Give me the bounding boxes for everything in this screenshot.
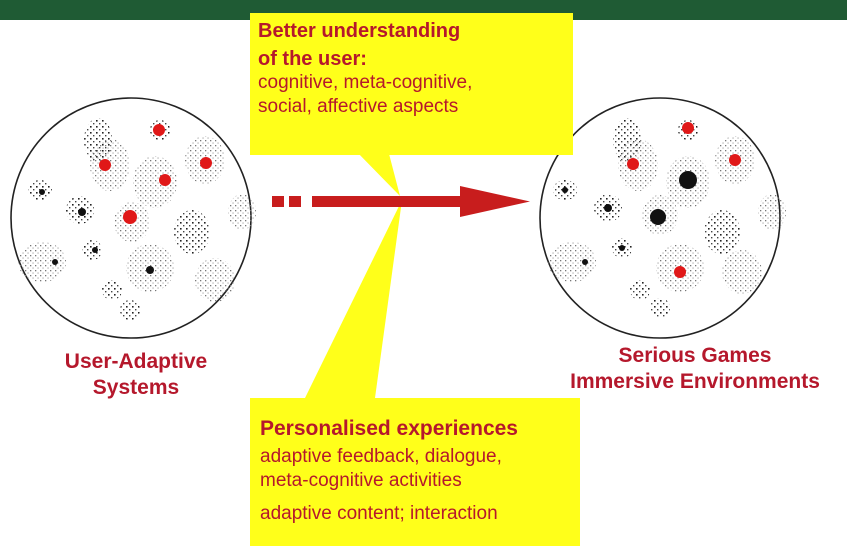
right-circle-label: Serious Games Immersive Environments [552,343,838,395]
bottom-callout-heading: Personalised experiences [260,417,518,440]
right-circle [539,97,786,339]
left-circle-label-line2: Systems [92,376,180,399]
top-callout [250,13,573,155]
bottom-callout-pointer [305,200,402,398]
top-callout-body-line2: social, affective aspects [258,96,459,117]
header-bar [0,0,847,20]
bottom-callout-body-line1: adaptive feedback, dialogue, [260,446,502,467]
progress-arrow [272,186,530,217]
top-callout-heading-line2: of the user: [258,48,367,70]
left-clusters [18,118,256,320]
right-clusters [548,118,786,318]
right-circle-label-line2: Immersive Environments [570,370,820,393]
bottom-callout-text: Personalised experiences adaptive feedba… [260,417,518,526]
left-circle-label-line1: User-Adaptive [64,350,208,373]
left-circle [10,97,256,339]
bottom-callout-body-line3: adaptive content; interaction [260,503,498,524]
left-circle-label: User-Adaptive Systems [56,349,216,401]
bottom-callout-body-line2: meta-cognitive activities [260,470,462,491]
top-callout-text: Better understanding of the user: cognit… [258,19,472,119]
top-callout-body-line1: cognitive, meta-cognitive, [258,72,473,93]
top-callout-pointer [355,150,400,196]
top-callout-heading-line1: Better understanding [258,20,461,42]
right-circle-label-line1: Serious Games [618,344,772,367]
bottom-callout [250,398,580,546]
